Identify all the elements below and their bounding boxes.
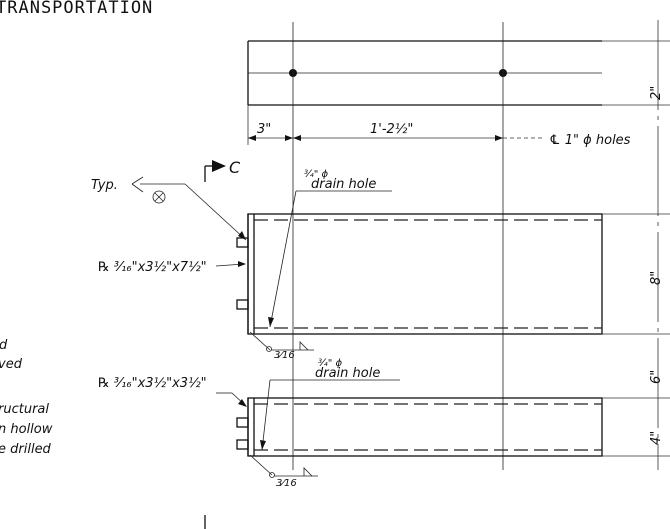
typ-weld-callout: Typ.	[91, 176, 247, 241]
weld-tail	[131, 176, 144, 185]
plate-1-callout: ℞ ³⁄₁₆"x3½"x7½"	[98, 260, 246, 275]
plate-1-label: ℞ ³⁄₁₆"x3½"x7½"	[98, 260, 207, 275]
drain-hole-2-text: drain hole	[315, 366, 380, 381]
weld-leader	[184, 183, 247, 241]
section-marker-c: C	[204, 158, 241, 182]
drain-hole-1-size: ¾" ϕ	[304, 169, 328, 180]
weld-all-around-icon	[152, 190, 166, 204]
centerline-holes-note: ℄ 1" ϕ holes	[549, 133, 631, 148]
arrowhead	[268, 317, 274, 327]
dim-6in-label: 6"	[649, 370, 664, 384]
drain-hole-2-callout: ¾" ϕ drain hole	[260, 358, 400, 451]
typ-label: Typ.	[91, 178, 118, 193]
arrowhead	[238, 399, 247, 407]
note-line-3: ructural	[0, 402, 49, 417]
weld-symbol-1: 3⁄16	[249, 331, 314, 361]
dim-1ft-label: 1'-2½"	[370, 122, 413, 137]
dim-2in-label: 2"	[649, 86, 664, 100]
drain-hole-1-leader	[269, 190, 297, 328]
drain-hole-2-leader	[261, 379, 271, 451]
dim-4in-label: 4"	[649, 431, 664, 445]
tab-lower	[236, 439, 249, 450]
dim-3in-label: 3"	[257, 122, 271, 137]
drawing-title: TRANSPORTATION	[0, 0, 153, 18]
note-line-2: ved	[0, 357, 23, 372]
arrowhead	[248, 135, 256, 141]
middle-outline	[247, 213, 603, 335]
weld-1-fillet-icon	[299, 341, 309, 351]
section-letter: C	[229, 158, 241, 177]
tab-upper	[236, 237, 249, 248]
weld-1-circle	[266, 346, 272, 352]
weld-1-leader	[249, 331, 271, 351]
bottom-section: 6" 4"	[236, 370, 670, 457]
top-view	[247, 40, 670, 106]
left-notes: d ved ructural n hollow e drilled	[0, 338, 53, 457]
arrowhead	[495, 135, 503, 141]
tab-lower	[236, 299, 249, 310]
arrowhead	[260, 440, 266, 450]
tab-upper	[236, 417, 249, 428]
weld-tail	[131, 183, 144, 193]
horizontal-dimensions: 3" 1'-2½" ℄ 1" ϕ holes 2"	[247, 86, 664, 148]
note-line-5: e drilled	[0, 442, 52, 457]
weld-symbol-cross	[154, 192, 164, 202]
arrowhead	[238, 261, 246, 267]
bottom-outline	[247, 397, 603, 457]
weld-symbol-2: 3⁄16	[249, 454, 318, 489]
drain-hole-2-size: ¾" ϕ	[318, 358, 342, 369]
section-arrow-icon	[212, 160, 226, 172]
arrowhead	[285, 135, 293, 141]
weld-1-size: 3⁄16	[274, 350, 295, 361]
note-line-4: n hollow	[0, 422, 53, 437]
plate-2-callout: ℞ ³⁄₁₆"x3½"x3½"	[98, 376, 247, 407]
weld-2-size: 3⁄16	[276, 478, 297, 489]
plate-2-label: ℞ ³⁄₁₆"x3½"x3½"	[98, 376, 207, 391]
arrowhead	[293, 135, 301, 141]
middle-section: 8"	[236, 213, 670, 335]
note-line-1: d	[0, 338, 8, 353]
drain-hole-1-text: drain hole	[311, 177, 376, 192]
drain-hole-1-callout: ¾" ϕ drain hole	[268, 169, 392, 328]
weld-2-fillet-icon	[303, 467, 313, 477]
weld-2-leader	[249, 454, 273, 476]
weld-2-circle	[269, 472, 275, 478]
dim-8in-label: 8"	[649, 271, 664, 285]
